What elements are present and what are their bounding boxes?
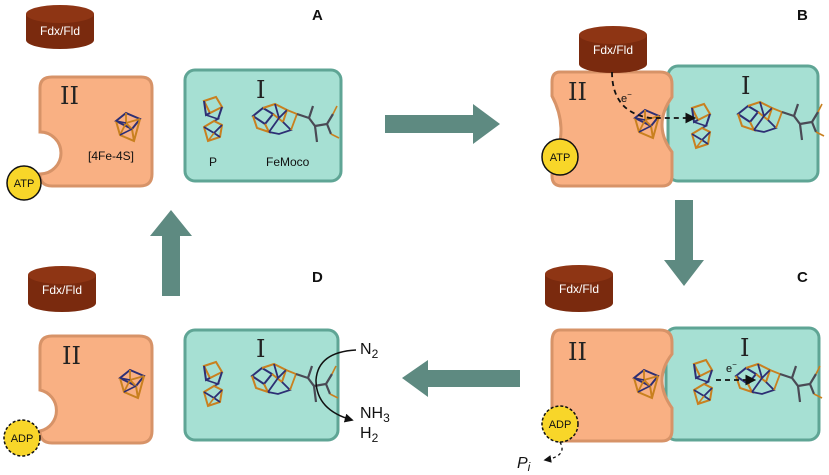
n2-to-nh3-arrow <box>315 349 357 423</box>
protein-ii-c: II <box>550 328 674 443</box>
protein-ii-b: II <box>550 70 674 188</box>
protein-i-c: I <box>664 326 824 442</box>
fdx-fld-label-d: Fdx/Fld <box>42 283 82 297</box>
panel-a: A Fdx/Fld II [4Fe-4S] ATP I P FeMoco <box>6 5 343 201</box>
electron-label-b: e− <box>621 90 632 105</box>
protein-i-b: I <box>666 64 826 183</box>
fdx-fld-label-c: Fdx/Fld <box>559 282 599 296</box>
protein-i-d: I <box>183 328 340 442</box>
phosphate-release-arrow <box>543 441 563 463</box>
protein-ii-label-d: II <box>62 342 81 370</box>
fdx-fld-label-b: Fdx/Fld <box>593 43 633 57</box>
atp-label-b: ATP <box>550 152 571 164</box>
protein-i: I P FeMoco <box>183 68 343 183</box>
fdx-fld-cylinder-c: Fdx/Fld <box>545 265 613 312</box>
electron-label-c: e− <box>726 360 737 375</box>
adp-circle-d: ADP <box>3 419 41 457</box>
femoco-label: FeMoco <box>266 155 310 169</box>
protein-ii: II [4Fe-4S] <box>38 75 154 188</box>
panel-b: B I II Fdx/Fld e− ATP <box>541 7 826 188</box>
panel-label-b: B <box>797 7 808 24</box>
p-cluster-label: P <box>209 155 217 169</box>
protein-ii-label-c: II <box>568 338 587 366</box>
fdx-fld-cylinder-d: Fdx/Fld <box>28 266 96 312</box>
fdx-fld-cylinder: Fdx/Fld <box>26 5 94 49</box>
panel-label-d: D <box>312 269 323 286</box>
atp-label: ATP <box>14 178 35 190</box>
atp-circle-b: ATP <box>541 138 579 176</box>
protein-i-label-d: I <box>256 335 265 363</box>
nh3-label: NH3 <box>360 405 390 425</box>
fdx-fld-cylinder-b: Fdx/Fld <box>579 26 647 73</box>
h2-label: H2 <box>360 425 379 445</box>
atp-circle: ATP <box>6 165 42 201</box>
protein-ii-label-b: II <box>568 78 587 106</box>
adp-label-c: ADP <box>549 419 572 431</box>
arrow-a-to-b <box>385 104 500 144</box>
panel-label-a: A <box>312 7 323 24</box>
protein-ii-d: II <box>38 334 154 445</box>
n2-label: N2 <box>360 341 379 361</box>
phosphate-label: Pi <box>517 455 531 474</box>
electron-path-b <box>611 71 697 124</box>
protein-i-label: I <box>256 76 265 104</box>
adp-circle: ADP <box>541 405 579 443</box>
arrow-d-to-a <box>150 210 192 296</box>
protein-i-label-c: I <box>740 334 749 362</box>
protein-ii-label: II <box>60 82 79 110</box>
panel-c: C Fdx/Fld I II e− ADP Pi <box>517 265 824 474</box>
adp-label-d: ADP <box>11 433 34 445</box>
fdx-fld-label: Fdx/Fld <box>40 24 80 38</box>
panel-label-c: C <box>797 269 808 286</box>
panel-d: D Fdx/Fld II ADP I N2 NH3 H2 <box>3 266 390 457</box>
arrow-c-to-d <box>402 360 520 397</box>
protein-i-label-b: I <box>741 72 750 100</box>
arrow-b-to-c <box>664 200 704 286</box>
fe4s4-label: [4Fe-4S] <box>88 149 134 163</box>
